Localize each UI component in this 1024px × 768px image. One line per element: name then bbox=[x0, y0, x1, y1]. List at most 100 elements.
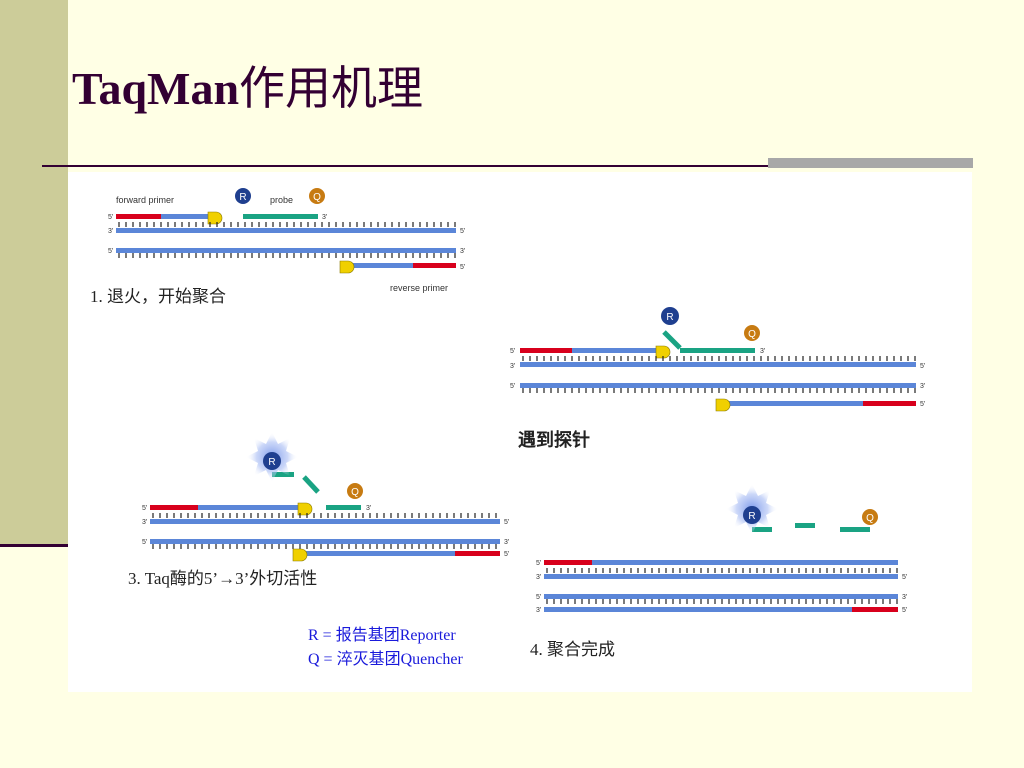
legend-quencher: Q = 淬灭基团Quencher bbox=[308, 650, 463, 668]
end-label: 5' bbox=[920, 401, 925, 408]
end-label: 5' bbox=[460, 228, 465, 235]
end-label: 5' bbox=[902, 574, 907, 581]
end-label: 5' bbox=[920, 363, 925, 370]
probe-strand bbox=[326, 505, 361, 510]
forward-primer-extension bbox=[198, 505, 298, 510]
template-ticks bbox=[152, 544, 497, 549]
reverse-primer-red-segment bbox=[455, 551, 500, 556]
template-ticks bbox=[152, 513, 497, 518]
title-divider-accent bbox=[768, 158, 973, 168]
template-strand-bottom bbox=[116, 248, 456, 253]
end-label: 3' bbox=[760, 348, 765, 355]
probe-displaced-end bbox=[662, 330, 682, 350]
end-label: 5' bbox=[460, 264, 465, 271]
cleaved-probe-fragment bbox=[795, 523, 815, 528]
reverse-primer-red-segment bbox=[863, 401, 916, 406]
reporter-letter: R bbox=[748, 511, 755, 522]
panel-1-caption: 1. 退火，开始聚合 bbox=[90, 287, 226, 306]
reporter-icon: R bbox=[263, 452, 281, 470]
end-label: 3' bbox=[536, 607, 541, 614]
template-ticks bbox=[522, 356, 916, 361]
end-label: 3' bbox=[536, 574, 541, 581]
legend: R = 报告基团Reporter Q = 淬灭基团Quencher bbox=[308, 626, 463, 668]
polymerase-icon bbox=[297, 502, 313, 516]
template-ticks bbox=[118, 222, 456, 227]
slide-title-latin: TaqMan bbox=[72, 63, 240, 114]
reverse-primer-extension bbox=[300, 551, 455, 556]
template-ticks bbox=[522, 388, 916, 393]
end-label: 3' bbox=[504, 539, 509, 546]
reporter-icon: R bbox=[743, 506, 761, 524]
end-label: 3' bbox=[322, 214, 327, 221]
end-label: 3' bbox=[920, 383, 925, 390]
template-ticks bbox=[118, 253, 456, 258]
panel-2-caption: 遇到探针 bbox=[518, 429, 590, 450]
end-label: 3' bbox=[460, 248, 465, 255]
polymerase-icon bbox=[655, 345, 671, 359]
panel-2: R Q 遇到探针 bbox=[518, 307, 760, 450]
quencher-icon: Q bbox=[744, 325, 760, 341]
template-strand-top bbox=[520, 362, 916, 367]
forward-primer-extension bbox=[592, 560, 898, 565]
forward-primer-extension bbox=[161, 214, 211, 219]
template-ticks bbox=[546, 568, 898, 573]
probe-strand bbox=[243, 214, 318, 219]
forward-primer-extension bbox=[572, 348, 660, 353]
forward-primer-label: forward primer bbox=[116, 195, 174, 205]
probe-strand bbox=[680, 348, 755, 353]
panel-3: R Q 3. Taq酶的5’→3’外切活性 bbox=[128, 432, 363, 588]
end-label: 5' bbox=[504, 551, 509, 558]
left-accent-underline bbox=[0, 544, 68, 547]
end-label: 3' bbox=[902, 594, 907, 601]
end-label: 5' bbox=[510, 348, 515, 355]
end-label: 5' bbox=[902, 607, 907, 614]
template-strand-top bbox=[150, 519, 500, 524]
template-strand-bottom bbox=[520, 383, 916, 388]
reporter-letter: R bbox=[666, 312, 673, 323]
end-label: 3' bbox=[510, 363, 515, 370]
end-label: 5' bbox=[142, 505, 147, 512]
reporter-icon: R bbox=[235, 188, 251, 204]
template-strand-bottom bbox=[544, 594, 898, 599]
end-label: 5' bbox=[504, 519, 509, 526]
panel-4: R Q 4. 聚合完成 bbox=[530, 484, 878, 659]
panel-4-caption: 4. 聚合完成 bbox=[530, 640, 615, 659]
reverse-primer-extension bbox=[544, 607, 852, 612]
cleaved-probe-fragment bbox=[752, 527, 772, 532]
reporter-letter: R bbox=[268, 457, 275, 468]
end-label: 5' bbox=[142, 539, 147, 546]
end-label: 3' bbox=[142, 519, 147, 526]
quencher-icon: Q bbox=[862, 509, 878, 525]
legend-reporter: R = 报告基团Reporter bbox=[308, 626, 456, 644]
slide-title-cjk: 作用机理 bbox=[239, 63, 424, 114]
cleaved-probe-fragment bbox=[272, 472, 294, 477]
template-strand-top bbox=[544, 574, 898, 579]
end-label: 5' bbox=[108, 248, 113, 255]
taqman-diagram: 5' 3' 3' 5' 5' 3' 5' 5' 3' 3' 5' 5' 3' 5' 5' 3' 3' 5' 5' 3'… bbox=[90, 188, 925, 668]
quencher-icon: Q bbox=[347, 483, 363, 499]
template-ticks bbox=[546, 599, 898, 604]
end-label: 3' bbox=[108, 228, 113, 235]
reverse-primer-label: reverse primer bbox=[390, 283, 448, 293]
polymerase-icon bbox=[715, 398, 731, 412]
reverse-primer-extension bbox=[343, 263, 413, 268]
reverse-primer-red-segment bbox=[852, 607, 898, 612]
end-label: 3' bbox=[366, 505, 371, 512]
left-accent-bar bbox=[0, 0, 68, 546]
reporter-letter: R bbox=[239, 192, 246, 203]
panel-3-caption: 3. Taq酶的5’→3’外切活性 bbox=[128, 569, 317, 588]
polymerase-icon bbox=[339, 260, 355, 274]
end-label: 5' bbox=[536, 594, 541, 601]
probe-label: probe bbox=[270, 195, 293, 205]
cleaved-probe-fragment bbox=[840, 527, 870, 532]
end-label: 5' bbox=[108, 214, 113, 221]
slide-title: TaqMan作用机理 bbox=[72, 52, 423, 118]
title-divider bbox=[42, 165, 770, 167]
forward-primer-red-segment bbox=[116, 214, 161, 219]
reverse-primer-extension bbox=[723, 401, 863, 406]
quencher-letter: Q bbox=[748, 329, 756, 340]
quencher-letter: Q bbox=[866, 513, 874, 524]
forward-primer-red-segment bbox=[150, 505, 198, 510]
template-strand-top bbox=[116, 228, 456, 233]
reporter-icon: R bbox=[661, 307, 679, 325]
